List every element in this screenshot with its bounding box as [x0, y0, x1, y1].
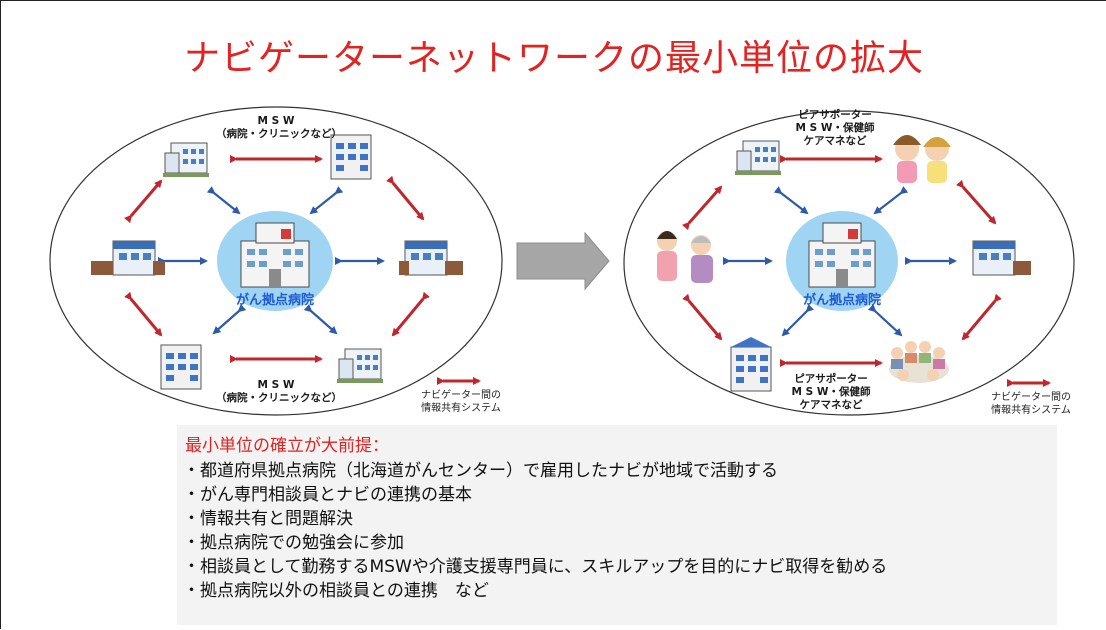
two-women-talking-icon: [893, 135, 951, 183]
bottom-peer-label-line1: ピアサポーター: [794, 373, 868, 385]
bottom-peer-label-line2: M S W・保健師: [791, 386, 871, 398]
top-peer-label-line1: ピアサポーター: [798, 109, 872, 121]
hub-hospital-icon: [217, 211, 333, 311]
clinic-icon-bottom-right: [337, 348, 383, 383]
legend-label-line2: 情報共有システム: [991, 405, 1071, 416]
support-group-icon: [889, 341, 949, 383]
red-arrow-upper-left: [124, 179, 163, 224]
caregiver-and-elder-icon: [657, 231, 713, 283]
top-msw-label-line1: M S W: [257, 115, 295, 127]
red-arrow-upper-right: [956, 179, 997, 225]
hub-links: [723, 186, 957, 337]
list-item: ・情報共有と問題解決: [183, 509, 353, 529]
general-hospital-icon-top-right: [330, 134, 372, 180]
hub-links: [158, 186, 385, 335]
top-msw-label-line2: （病院・クリニックなど）: [216, 128, 342, 140]
peer-links: [682, 155, 1002, 367]
legend-label-line1: ナビゲーター間の: [991, 392, 1071, 403]
top-peer-label-line2: M S W・保健師: [795, 122, 875, 134]
top-msw-label: M S W （病院・クリニックなど）: [216, 115, 342, 141]
top-peer-label: ピアサポーター M S W・保健師 ケアマネなど: [775, 109, 895, 148]
bottom-msw-label: M S W （病院・クリニックなど）: [216, 379, 342, 405]
hub-label: がん拠点病院: [235, 293, 314, 308]
left-network-diagram: M S W （病院・クリニックなど） M S W （病院・クリニックなど） がん…: [41, 101, 511, 421]
blue-arrow-upper-left: [773, 186, 809, 215]
clinic-icon-left: [91, 240, 165, 276]
general-hospital-icon-bottom-left: [160, 344, 202, 390]
clinic-icon-top-left: [735, 140, 781, 175]
legend-label-line1: ナビゲーター間の: [421, 390, 501, 401]
blue-arrow-lower-left: [212, 304, 247, 335]
clinic-icon-right: [972, 240, 1031, 276]
red-arrow-upper-left: [682, 185, 723, 231]
list-item: ・都道府県拠点病院（北海道がんセンター）で雇用したナビが地域で活動する: [183, 461, 778, 481]
blue-arrow-lower-right: [303, 304, 338, 335]
clinic-icon-right: [399, 240, 463, 276]
general-hospital-icon-bottom-left: [730, 337, 772, 392]
right-network-svg: [623, 110, 1075, 416]
transition-arrow: [516, 231, 610, 291]
list-item: ・相談員として勤務するMSWや介護支援専門員に、スキルアップを目的にナビ取得を勧…: [183, 557, 888, 577]
list-item: ・拠点病院での勉強会に参加: [183, 533, 404, 553]
clinic-icon-top-left: [163, 142, 209, 177]
bottom-peer-label: ピアサポーター M S W・保健師 ケアマネなど: [771, 373, 891, 412]
conditions-box: 最小単位の確立が大前提： ・都道府県拠点病院（北海道がんセンター）で雇用したナビ…: [177, 425, 1057, 625]
peer-links: [124, 155, 430, 363]
left-network-svg: [49, 106, 503, 416]
blue-arrow-lower-right: [867, 303, 903, 337]
blue-arrow-upper-right: [309, 186, 344, 215]
red-arrow-lower-right: [391, 291, 430, 337]
red-arrow-lower-left: [682, 293, 723, 341]
bottom-msw-label-line2: （病院・クリニックなど）: [216, 392, 342, 404]
slide-title: ナビゲーターネットワークの最小単位の拡大: [183, 38, 924, 79]
conditions-list: ・都道府県拠点病院（北海道がんセンター）で雇用したナビが地域で活動する ・がん専…: [183, 459, 887, 603]
blue-arrow-lower-left: [781, 303, 815, 337]
blue-arrow-upper-left: [206, 186, 241, 215]
top-peer-label-line3: ケアマネなど: [803, 135, 867, 147]
hub-hospital-icon: [786, 211, 898, 311]
list-item: ・がん専門相談員とナビの連携の基本: [183, 485, 472, 505]
red-arrow-lower-right: [961, 293, 1002, 341]
bottom-peer-label-line3: ケアマネなど: [799, 399, 863, 411]
list-item: ・拠点病院以外の相談員との連携 など: [183, 581, 489, 601]
legend-label: ナビゲーター間の 情報共有システム: [983, 391, 1079, 417]
blue-arrow-upper-right: [873, 186, 909, 215]
right-network-diagram: ピアサポーター M S W・保健師 ケアマネなど ピアサポーター M S W・保…: [621, 101, 1079, 421]
conditions-heading: 最小単位の確立が大前提：: [185, 436, 389, 456]
red-arrow-upper-right: [386, 175, 425, 221]
hub-label: がん拠点病院: [802, 293, 881, 308]
legend-label: ナビゲーター間の 情報共有システム: [413, 389, 509, 415]
legend-label-line2: 情報共有システム: [421, 403, 501, 414]
bottom-msw-label-line1: M S W: [257, 379, 295, 391]
red-arrow-lower-left: [124, 291, 163, 337]
